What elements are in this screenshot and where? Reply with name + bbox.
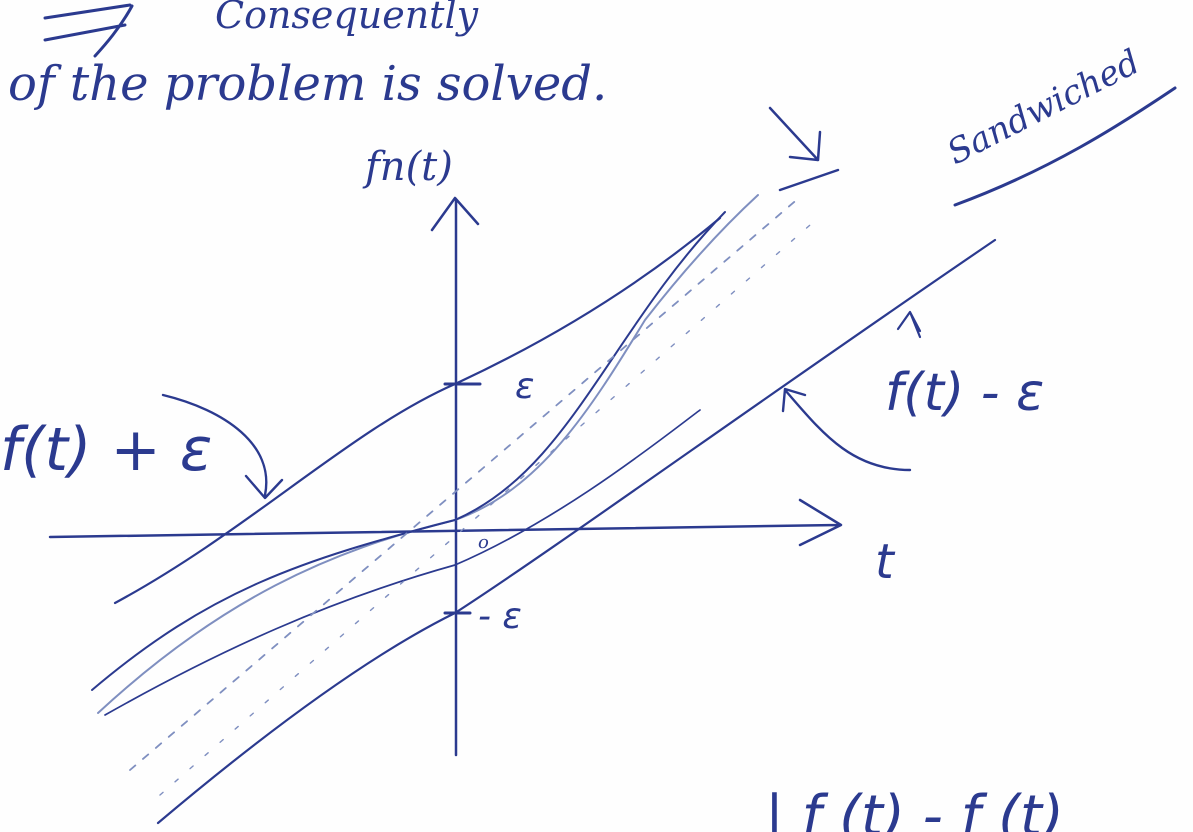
bottom-formula-fragment: | f (t) - f (t)	[765, 784, 1064, 832]
problem-solved-text: of the problem is solved.	[8, 56, 607, 112]
upper-label-arrow	[161, 393, 284, 500]
epsilon-label: ε	[515, 366, 534, 407]
y-axis	[430, 196, 480, 757]
sandwiched-label: Sandwiched	[941, 42, 1146, 173]
upper-function-label: f(t) + ε	[0, 415, 212, 485]
lower-label-arrow	[781, 387, 912, 472]
lower-label-up-arrow	[896, 310, 922, 339]
dashed-center-line-2	[159, 224, 811, 796]
x-axis	[48, 498, 843, 547]
dashed-center-line	[129, 196, 801, 771]
origin-label: o	[478, 532, 489, 553]
lower-function-label: f(t) - ε	[885, 363, 1044, 423]
minus-epsilon-label: - ε	[478, 596, 522, 637]
lower-wave-curve	[104, 409, 701, 716]
upper-bound-line	[113, 216, 722, 605]
sandwiched-underline	[953, 86, 1177, 207]
sandwiched-arrow	[768, 106, 840, 192]
y-axis-label: fn(t)	[362, 144, 453, 190]
sandwiched-function-curve	[97, 194, 759, 714]
lower-bound-line	[156, 238, 997, 825]
x-axis-label: t	[875, 534, 896, 590]
implies-arrow	[43, 3, 134, 58]
limit-function-curve	[91, 211, 726, 691]
top-partial-text: Consequently	[215, 0, 479, 37]
